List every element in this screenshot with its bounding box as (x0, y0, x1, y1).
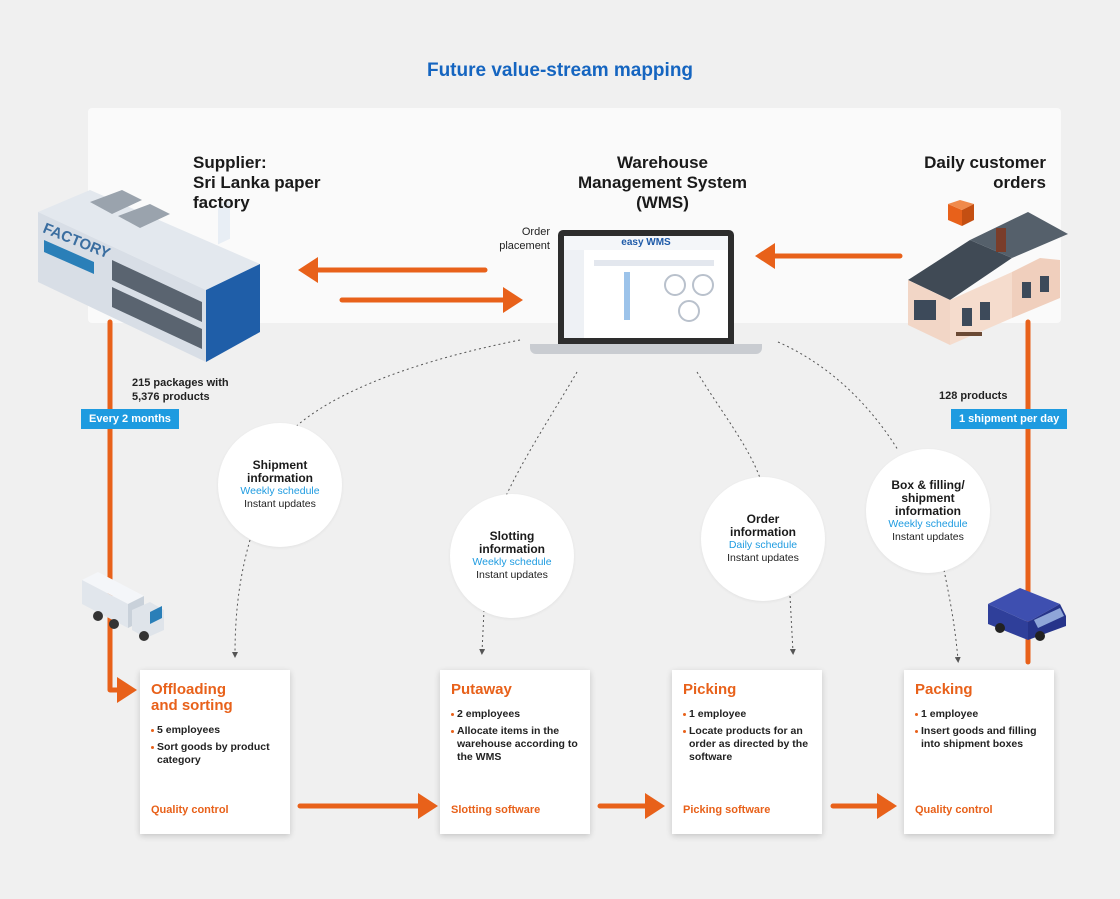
supplier-title-line2: Sri Lanka paper (193, 173, 321, 192)
info-node-box-filling: Box & filling/ shipment information Week… (866, 449, 990, 573)
supplier-shipment-info: 215 packages with 5,376 products (132, 376, 229, 404)
supplier-shipment-line2: 5,376 products (132, 391, 210, 403)
info-node-title: Shipment (252, 458, 308, 472)
process-item: Allocate items in the warehouse accordin… (451, 725, 580, 764)
arrowhead-left-supplier (298, 257, 318, 283)
process-items: 1 employee Insert goods and filling into… (915, 708, 1044, 751)
wms-title-line1: Warehouse (616, 153, 708, 172)
info-node-title: shipment (901, 490, 955, 505)
process-footer: Quality control (915, 804, 993, 816)
screen-gauge-2 (692, 274, 714, 296)
arrowhead-into-box3 (645, 793, 665, 819)
arrowhead-into-box1 (117, 677, 137, 703)
screen-gauge-1 (664, 274, 686, 296)
process-items: 2 employees Allocate items in the wareho… (451, 708, 580, 764)
process-items: 1 employee Locate products for an order … (683, 708, 812, 764)
dotted-shipment-box1 (232, 539, 251, 658)
customer-title-line1: Daily customer (924, 153, 1046, 172)
process-title: Offloading (151, 681, 226, 698)
info-node-title: information (479, 542, 545, 556)
supplier-title-line1: Supplier: (193, 153, 267, 172)
dotted-box-box4 (943, 569, 961, 663)
laptop-base (530, 344, 762, 354)
supplier-title-line3: factory (193, 193, 250, 212)
info-node-title: information (730, 525, 796, 539)
wms-title-line3: (WMS) (636, 193, 689, 212)
process-packing: Packing 1 employee Insert goods and fill… (904, 670, 1054, 834)
screen-column (624, 272, 630, 320)
info-node-schedule: Daily schedule (728, 539, 798, 551)
arrowhead-into-box2 (418, 793, 438, 819)
process-items: 5 employees Sort goods by product catego… (151, 724, 280, 767)
info-node-updates: Instant updates (727, 552, 799, 564)
process-footer: Slotting software (451, 804, 541, 816)
wms-title: Warehouse Management System (WMS) (520, 153, 805, 213)
arrowhead-left-wms (755, 243, 775, 269)
process-item: Sort goods by product category (151, 741, 280, 767)
customer-title-line2: orders (993, 173, 1046, 192)
house-icon (908, 200, 1068, 345)
process-item: 5 employees (151, 724, 280, 737)
process-offloading: Offloading and sorting 5 employees Sort … (140, 670, 290, 834)
wms-logo: easy WMS (564, 236, 728, 250)
info-node-title: information (247, 471, 313, 485)
process-picking: Picking 1 employee Locate products for a… (672, 670, 822, 834)
process-footer: Quality control (151, 804, 229, 816)
van-icon (988, 588, 1066, 641)
info-node-schedule: Weekly schedule (240, 485, 320, 497)
laptop-screen: easy WMS (564, 236, 728, 338)
order-label-line2: placement (499, 240, 550, 252)
process-item: Locate products for an order as directed… (683, 725, 812, 764)
dotted-order-box3 (789, 595, 796, 655)
customer-products-count: 128 products (939, 390, 1008, 402)
factory-icon: FACTORY (38, 190, 260, 362)
process-putaway: Putaway 2 employees Allocate items in th… (440, 670, 590, 834)
info-node-updates: Instant updates (476, 569, 548, 581)
dotted-wms-box (777, 341, 899, 451)
dotted-wms-slotting (504, 371, 578, 499)
wms-title-line2: Management System (577, 173, 748, 192)
dotted-slotting-box2 (479, 609, 486, 655)
screen-gauge-3 (678, 300, 700, 322)
process-item: 1 employee (915, 708, 1044, 721)
dotted-wms-shipment (291, 339, 521, 431)
info-node-shipment: Shipment information Weekly schedule Ins… (218, 423, 342, 547)
screen-bar (594, 260, 714, 266)
order-placement-label: Order placement (470, 225, 550, 253)
process-footer: Picking software (683, 804, 771, 816)
arrowhead-into-box4 (877, 793, 897, 819)
order-label-line1: Order (521, 226, 550, 238)
info-node-title: information (895, 503, 961, 518)
process-title: Picking (683, 681, 737, 698)
info-node-order: Order information Daily schedule Instant… (701, 477, 825, 601)
page-title: Future value-stream mapping (426, 60, 694, 81)
info-node-title: Slotting (489, 529, 535, 543)
arrowhead-right-wms (503, 287, 523, 313)
screen-sidebar (564, 250, 584, 338)
info-node-updates: Instant updates (244, 498, 316, 510)
info-node-updates: Instant updates (892, 530, 964, 543)
process-title: Packing (915, 681, 973, 698)
customer-title: Daily customer orders (880, 153, 1046, 193)
info-node-title: Box & filling/ (891, 477, 965, 492)
laptop-icon: easy WMS (558, 230, 734, 344)
truck-icon (82, 572, 164, 641)
info-node-schedule: Weekly schedule (888, 517, 968, 530)
info-node-title: Order (746, 512, 780, 526)
info-node-schedule: Weekly schedule (472, 556, 552, 568)
process-item: 1 employee (683, 708, 812, 721)
process-item: Insert goods and filling into shipment b… (915, 725, 1044, 751)
process-title: and sorting (151, 697, 233, 714)
process-item: 2 employees (451, 708, 580, 721)
customer-frequency-badge: 1 shipment per day (951, 409, 1068, 429)
process-title: Putaway (451, 681, 512, 698)
supplier-shipment-line1: 215 packages with (132, 377, 229, 389)
supplier-title: Supplier: Sri Lanka paper factory (193, 153, 321, 213)
dotted-wms-order (696, 371, 761, 479)
supplier-frequency-badge: Every 2 months (81, 409, 179, 429)
info-node-slotting: Slotting information Weekly schedule Ins… (450, 494, 574, 618)
